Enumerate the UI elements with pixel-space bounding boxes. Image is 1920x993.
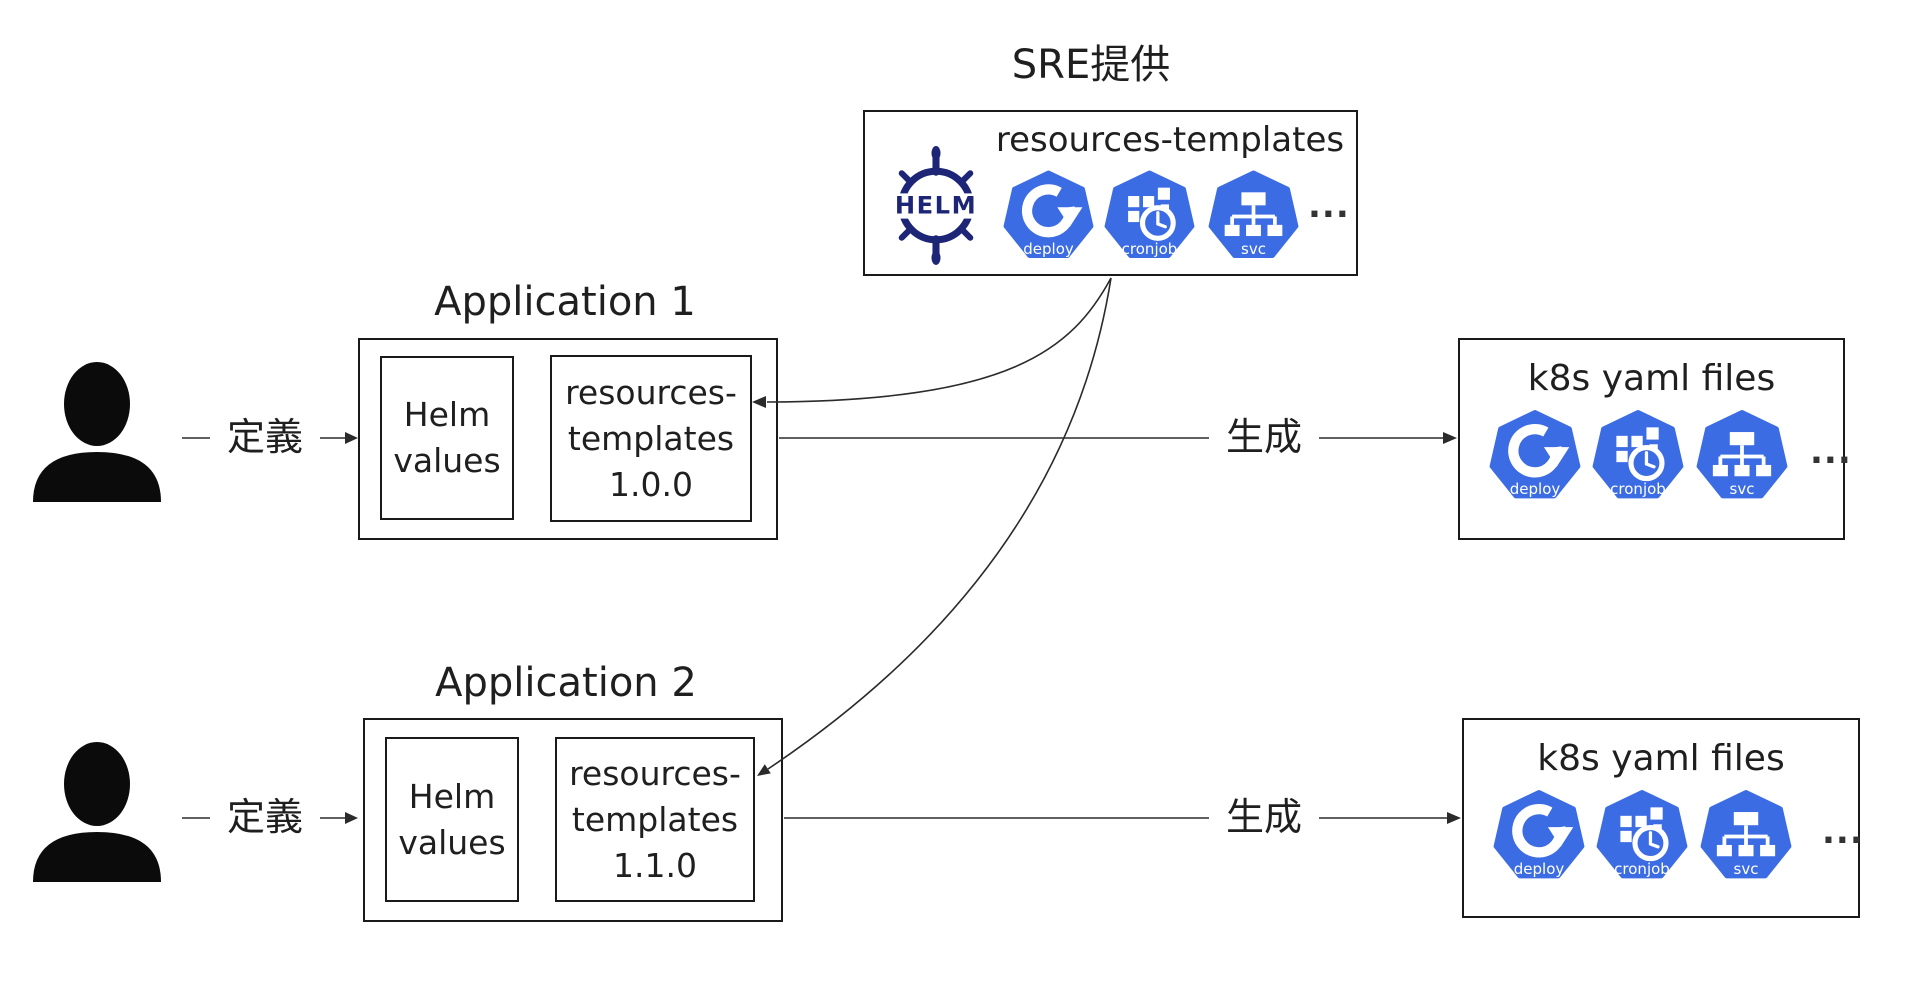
define-label-2: 定義	[210, 793, 320, 841]
app2-template-line-2: templates	[571, 799, 739, 839]
sre-repo-label: resources-templates	[995, 120, 1345, 160]
app2-template-version: 1.1.0	[613, 845, 697, 885]
k8s-yaml-box-2: k8s yaml files deploy cronjob svc ...	[1462, 718, 1863, 918]
app2-template-line-1: resources-	[569, 753, 741, 793]
ellipsis-more-icons: ...	[1810, 432, 1852, 472]
sre-title: SRE提供	[1011, 42, 1171, 88]
app2-box: Helm values resources- templates 1.1.0	[363, 718, 783, 922]
cronjob-icon: cronjob	[1591, 408, 1685, 505]
svc-icon-label: svc	[1729, 480, 1755, 498]
deploy-icon-label: deploy	[1023, 240, 1074, 258]
app1-templates-box: resources- templates 1.0.0	[550, 355, 752, 522]
ellipsis-more-icons: ...	[1822, 812, 1864, 852]
user-icon	[33, 742, 161, 882]
k8s-yaml-box-1: k8s yaml files deploy cronjob svc ...	[1458, 338, 1851, 540]
cronjob-icon: cronjob	[1103, 168, 1196, 265]
app2-helm-values-box: Helm values	[385, 737, 519, 902]
cronjob-icon-label: cronjob	[1610, 480, 1666, 498]
k8s-yaml-title-2: k8s yaml files	[1537, 738, 1785, 779]
app1-helm-values-label: Helm values	[393, 395, 501, 480]
helm-logo-icon: HELM	[891, 146, 981, 265]
helm-logo-text: HELM	[895, 192, 977, 220]
deploy-icon: deploy	[1488, 408, 1582, 505]
k8s-yaml-title-1: k8s yaml files	[1527, 358, 1776, 399]
svc-icon: svc	[1207, 168, 1300, 265]
cronjob-icon: cronjob	[1595, 788, 1689, 885]
define-label-1: 定義	[210, 413, 320, 461]
app1-template-line-1: resources-	[565, 372, 737, 412]
generate-label-1: 生成	[1209, 413, 1319, 461]
svc-icon-label: svc	[1241, 240, 1266, 258]
deploy-icon: deploy	[1002, 168, 1095, 265]
svc-icon-label: svc	[1733, 860, 1759, 878]
app1-template-version: 1.0.0	[609, 464, 693, 504]
deploy-icon: deploy	[1492, 788, 1586, 885]
app1-title: Application 1	[434, 279, 696, 325]
cronjob-icon-label: cronjob	[1121, 240, 1178, 258]
generate-label-2: 生成	[1209, 793, 1319, 841]
deploy-icon-label: deploy	[1513, 860, 1565, 878]
app2-title: Application 2	[435, 660, 697, 706]
app2-helm-values-label: Helm values	[398, 776, 506, 862]
app2-templates-box: resources- templates 1.1.0	[555, 737, 755, 902]
cronjob-icon-label: cronjob	[1614, 860, 1670, 878]
user-icon	[33, 362, 161, 502]
app1-template-line-2: templates	[567, 418, 735, 458]
svc-icon: svc	[1699, 788, 1793, 885]
sre-templates-box: HELM resources-templates deploy cronjob …	[863, 110, 1358, 276]
app1-box: Helm values resources- templates 1.0.0	[358, 338, 778, 540]
deploy-icon-label: deploy	[1509, 480, 1561, 498]
ellipsis-more-icons: ...	[1308, 186, 1350, 226]
app1-helm-values-box: Helm values	[380, 356, 514, 520]
svc-icon: svc	[1695, 408, 1789, 505]
